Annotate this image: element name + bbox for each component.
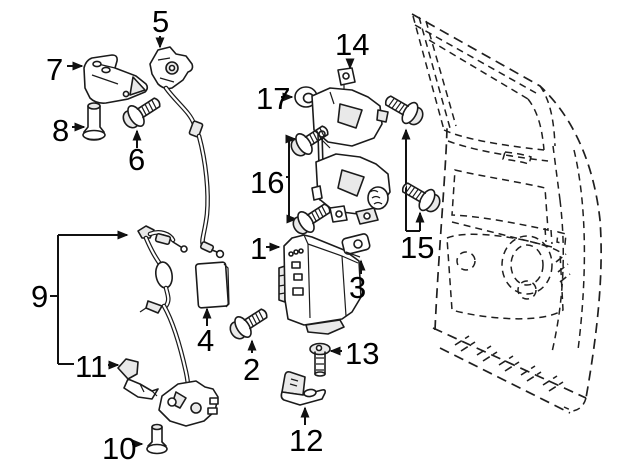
door-inner-panel-outline	[411, 13, 602, 414]
callout-label-3[interactable]: 3	[349, 270, 366, 305]
callout-label-12[interactable]: 12	[289, 423, 323, 458]
callout-label-13[interactable]: 13	[345, 336, 379, 371]
part-15-bolts[interactable]	[380, 88, 445, 218]
callout-label-17[interactable]: 17	[256, 81, 290, 116]
part-14-latch-assembly[interactable]	[311, 67, 391, 225]
part-11-bracket[interactable]	[117, 358, 159, 400]
callout-label-4[interactable]: 4	[197, 323, 214, 358]
callout-label-2[interactable]: 2	[243, 352, 260, 387]
part-3-clip[interactable]	[341, 233, 371, 258]
part-5-lock-cable-upper[interactable]	[149, 46, 225, 259]
door-sill-hatching	[454, 335, 564, 392]
part-12-bracket[interactable]	[280, 371, 326, 406]
callout-label-6[interactable]: 6	[128, 142, 145, 177]
callout-label-9[interactable]: 9	[31, 279, 48, 314]
leader-bracket-9	[50, 235, 74, 365]
callout-label-11[interactable]: 11	[75, 349, 107, 384]
part-17-grommet[interactable]	[294, 86, 318, 108]
leader-lines	[50, 36, 425, 449]
leader-bracket-16	[286, 139, 290, 219]
callout-labels: 1 2 3 4 5 6 7 8 9 10 11 12 13 14 15 16 1…	[31, 4, 434, 466]
callout-label-1[interactable]: 1	[250, 231, 267, 266]
part-8-rivet[interactable]	[82, 102, 106, 141]
part-7-striker-bracket[interactable]	[83, 54, 149, 104]
callout-label-10[interactable]: 10	[102, 431, 136, 466]
callout-label-7[interactable]: 7	[46, 52, 63, 87]
callout-label-14[interactable]: 14	[335, 27, 369, 62]
part-4-pad[interactable]	[194, 261, 230, 309]
part-10-stud-bolt[interactable]	[146, 423, 168, 455]
callout-label-5[interactable]: 5	[152, 4, 169, 39]
callout-label-8[interactable]: 8	[52, 113, 69, 148]
part-1-door-lock-actuator[interactable]	[278, 234, 362, 335]
callout-label-16[interactable]: 16	[250, 165, 284, 200]
part-9-cable-and-latch[interactable]	[137, 225, 219, 427]
callout-label-15[interactable]: 15	[400, 230, 434, 265]
part-13-screw[interactable]	[309, 342, 331, 377]
part-2-screw[interactable]	[225, 301, 273, 345]
